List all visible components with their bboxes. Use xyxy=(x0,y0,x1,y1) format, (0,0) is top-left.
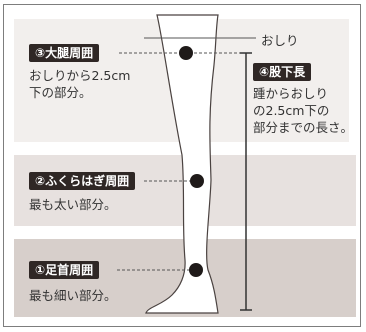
leg-outline xyxy=(145,14,219,314)
thigh-description: おしりから2.5cm 下の部分。 xyxy=(29,68,131,100)
hip-label: おしり xyxy=(261,33,299,48)
thigh-point xyxy=(179,46,193,60)
inseam-badge: ④股下長 xyxy=(253,63,312,81)
ankle-badge: ①足首周囲 xyxy=(29,261,100,279)
calf-description: 最も太い部分。 xyxy=(29,197,117,212)
calf-point xyxy=(190,174,204,188)
thigh-badge: ③大腿周囲 xyxy=(29,44,100,62)
inseam-description: 踵からおしり の2.5cm下の 部分までの長さ。 xyxy=(253,86,354,135)
ankle-point xyxy=(189,263,203,277)
leg-illustration xyxy=(117,14,256,314)
diagram-frame: おしり ③大腿周囲 おしりから2.5cm 下の部分。 ④股下長 踵からおしり の… xyxy=(3,4,361,327)
calf-badge: ②ふくらはぎ周囲 xyxy=(29,172,136,190)
ankle-description: 最も細い部分。 xyxy=(29,288,117,303)
